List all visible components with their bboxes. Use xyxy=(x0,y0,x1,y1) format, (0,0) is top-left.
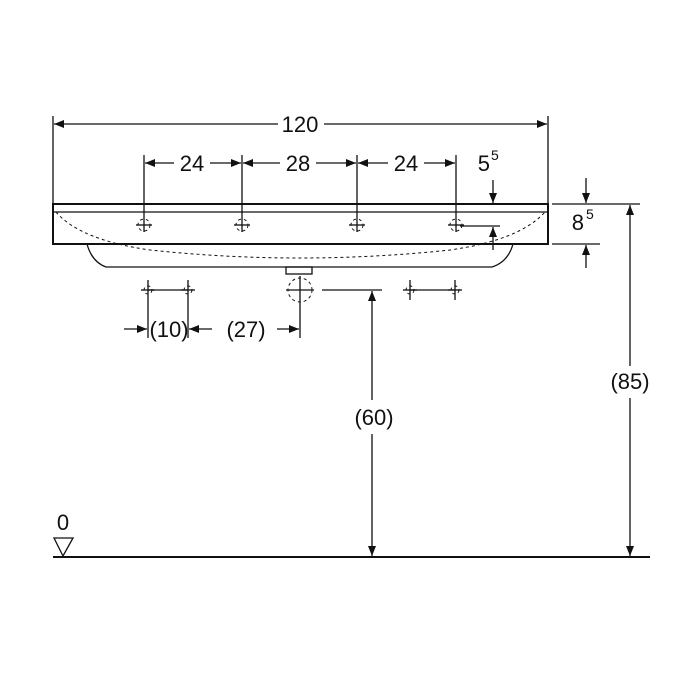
supply-connections xyxy=(141,276,462,338)
rim-offset-label: 5 xyxy=(478,151,490,176)
tap-spacing-middle-label: 28 xyxy=(286,151,310,176)
floor-level-label: 0 xyxy=(57,510,69,535)
tap-spacing-left-label: 24 xyxy=(180,151,204,176)
tap-spacing-right-label: 24 xyxy=(394,151,418,176)
overall-width-label: 120 xyxy=(282,112,319,137)
supply-spacing-dimension: (10) (27) xyxy=(124,317,299,342)
basin-outline xyxy=(52,203,549,275)
tap-spacing-dimension: 24 28 24 xyxy=(143,151,457,232)
level-triangle-icon xyxy=(52,537,75,558)
bowl-hidden-line xyxy=(55,211,546,259)
drain-height-dimension: (60) xyxy=(322,289,394,556)
rim-offset-sup: 5 xyxy=(491,147,499,163)
drain-height-label: (60) xyxy=(354,405,393,430)
tap-holes xyxy=(136,218,464,232)
rim-offset-dimension: 5 5 xyxy=(460,147,500,250)
drain-position-icon xyxy=(286,276,314,338)
supply-spacing-label: (10) xyxy=(149,317,188,342)
rim-floor-height-dimension: (85) xyxy=(610,205,650,556)
drain-offset-label: (27) xyxy=(226,317,265,342)
floor-level: 0 xyxy=(52,510,650,558)
overall-width-dimension: 120 xyxy=(52,112,549,204)
drain-outlet xyxy=(285,266,313,275)
rim-height-dimension: 8 5 xyxy=(552,178,640,268)
rim-height-label: 8 xyxy=(572,210,584,235)
rim-height-sup: 5 xyxy=(586,206,594,222)
rim-floor-height-label: (85) xyxy=(610,369,649,394)
